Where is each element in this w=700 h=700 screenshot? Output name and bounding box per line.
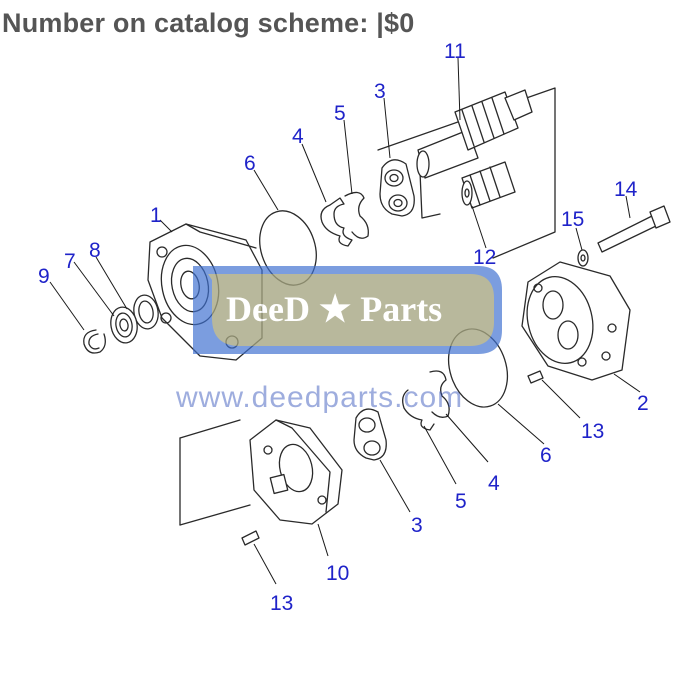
part-11-drive-shaft — [416, 89, 533, 179]
callout-5: 5 — [334, 102, 346, 125]
part-3-bushing-plate-upper — [379, 159, 415, 217]
part-13-dowel-pin-lower — [241, 530, 260, 546]
callout-6-lower: 6 — [540, 444, 552, 467]
callout-2: 2 — [637, 392, 649, 415]
part-9-snap-ring — [83, 329, 106, 354]
part-2-rear-housing — [521, 261, 631, 381]
callout-10: 10 — [326, 562, 349, 585]
watermark-badge-inner — [208, 274, 494, 346]
callout-12: 12 — [473, 246, 496, 269]
callout-3-lower: 3 — [411, 514, 423, 537]
callout-13-lower: 13 — [270, 592, 293, 615]
part-10-gear-case — [249, 419, 343, 525]
callout-15: 15 — [561, 208, 584, 231]
callout-9: 9 — [38, 265, 50, 288]
callout-6: 6 — [244, 152, 256, 175]
callout-4: 4 — [292, 125, 304, 148]
callout-3: 3 — [374, 80, 386, 103]
part-4-5-seals-upper — [320, 191, 369, 247]
watermark-badge — [193, 266, 502, 354]
watermark: DeeD ★ Parts www.deedparts.com — [175, 266, 502, 414]
callout-14: 14 — [614, 178, 638, 201]
callout-5-lower: 5 — [455, 490, 467, 513]
part-14-bolt — [597, 205, 671, 253]
part-4-5-seals-lower — [402, 370, 450, 431]
part-7-bearing — [110, 306, 138, 344]
callout-7: 7 — [64, 250, 76, 273]
callout-13-upper: 13 — [581, 420, 604, 443]
watermark-brand: DeeD ★ Parts — [226, 289, 442, 329]
part-12-driven-gear — [461, 161, 516, 209]
callout-8: 8 — [89, 239, 101, 262]
watermark-url: www.deedparts.com — [175, 381, 463, 414]
callout-numbers: 1 9 7 8 6 4 5 3 11 12 14 15 2 13 6 4 5 3… — [38, 40, 649, 615]
leader-lines — [49, 57, 641, 585]
callout-1: 1 — [150, 204, 162, 227]
part-13-dowel-pin-upper — [527, 370, 544, 384]
page-title: Number on catalog scheme: |$0 — [2, 8, 415, 38]
callout-4-lower: 4 — [488, 472, 500, 495]
part-15-washer — [577, 249, 589, 267]
callout-11: 11 — [444, 40, 466, 63]
part-3-bushing-plate-lower — [353, 408, 387, 461]
